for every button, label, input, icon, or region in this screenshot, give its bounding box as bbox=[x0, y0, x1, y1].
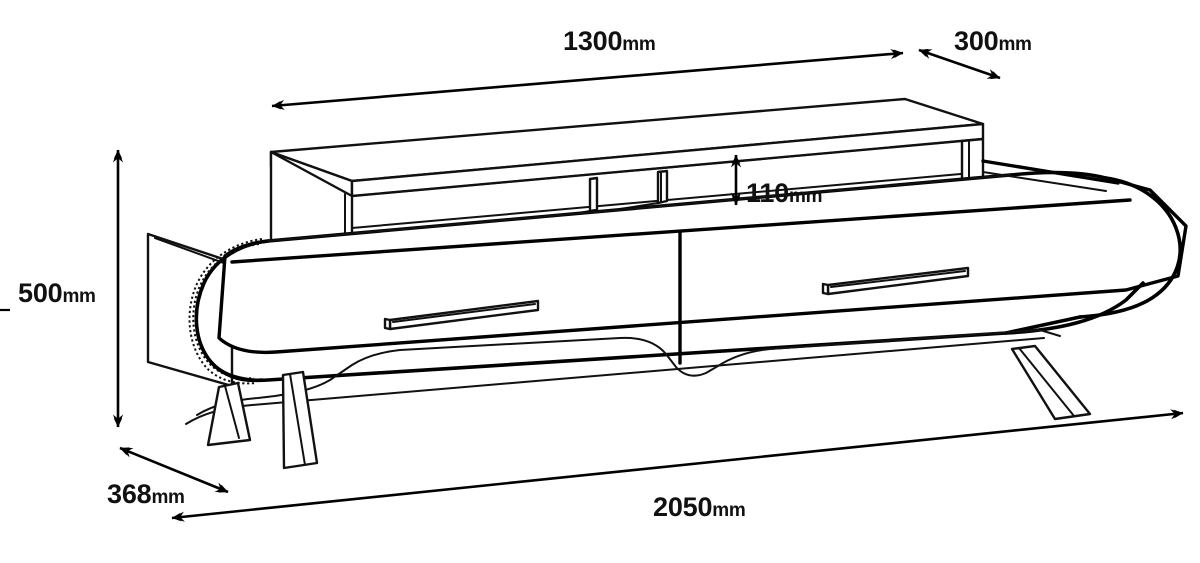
shelf-divider-left bbox=[588, 176, 599, 213]
left-drawer-handle-end bbox=[383, 317, 392, 331]
dimension-300mm-line bbox=[918, 48, 1001, 80]
shelf-cavity-back-line bbox=[351, 138, 984, 197]
cabinet-back-top-rim bbox=[267, 174, 1011, 242]
dimension-110mm-unit: mm bbox=[788, 186, 823, 207]
dimension-500mm-label: 500mm bbox=[18, 280, 96, 307]
dimension-368mm-unit: mm bbox=[151, 487, 185, 508]
dimension-2050mm-arrow bbox=[171, 409, 1184, 522]
right-rounded-end-cap bbox=[1078, 176, 1182, 319]
leg-front-right bbox=[1010, 344, 1092, 421]
cabinet-rear-top-edge-2 bbox=[982, 171, 1107, 192]
right-drawer-handle-highlight bbox=[830, 270, 966, 288]
dimension-300mm-unit: mm bbox=[998, 34, 1032, 55]
curved-base-rail-bottom bbox=[185, 337, 1045, 425]
shelf-divider-right bbox=[656, 169, 669, 205]
dimension-1300mm-label: 1300mm bbox=[563, 26, 656, 56]
dimension-1300mm-arrow bbox=[271, 48, 904, 111]
right-end-cap-inner bbox=[1004, 315, 1082, 335]
dimension-500mm-line bbox=[0, 149, 124, 428]
dimension-2050mm-unit: mm bbox=[712, 500, 746, 521]
dimension-368mm-label: 368mm bbox=[107, 481, 185, 508]
dimension-500mm-value: 500 bbox=[18, 278, 63, 308]
main-cabinet-body bbox=[146, 159, 1188, 388]
leg-front-right-edge bbox=[1018, 347, 1075, 417]
dimension-368mm-value: 368 bbox=[107, 479, 152, 509]
dimension-110mm-label: 110mm bbox=[746, 180, 822, 207]
right-drawer-handle-end bbox=[821, 282, 830, 296]
dimension-300mm-label: 300mm bbox=[954, 28, 1032, 55]
dimension-2050mm-line bbox=[171, 409, 1184, 522]
shelf-divider-left-inner bbox=[589, 177, 598, 180]
dimension-500mm-unit: mm bbox=[62, 286, 96, 307]
dimension-300mm-arrow bbox=[918, 48, 1001, 80]
dimension-2050mm-value: 2050 bbox=[653, 492, 713, 522]
leg-rear-left bbox=[206, 381, 252, 447]
dimension-1300mm-line bbox=[271, 48, 904, 111]
dimension-300mm-value: 300 bbox=[954, 26, 999, 56]
base-rail-right-join bbox=[1039, 329, 1061, 337]
left-drawer-handle-highlight bbox=[392, 303, 536, 323]
cabinet-rear-top-edge bbox=[981, 159, 1120, 185]
drawer-handles bbox=[383, 266, 970, 331]
dimension-1300mm-unit: mm bbox=[622, 34, 656, 55]
dimension-2050mm-label: 2050mm bbox=[653, 492, 746, 522]
curved-base-rail-top bbox=[196, 329, 1041, 416]
dimension-110mm-value: 110 bbox=[746, 178, 789, 208]
leg-front-left bbox=[281, 370, 319, 470]
dimension-1300mm-value: 1300 bbox=[563, 26, 623, 56]
base-and-legs bbox=[185, 329, 1092, 470]
left-end-cap-hatching bbox=[188, 238, 263, 385]
